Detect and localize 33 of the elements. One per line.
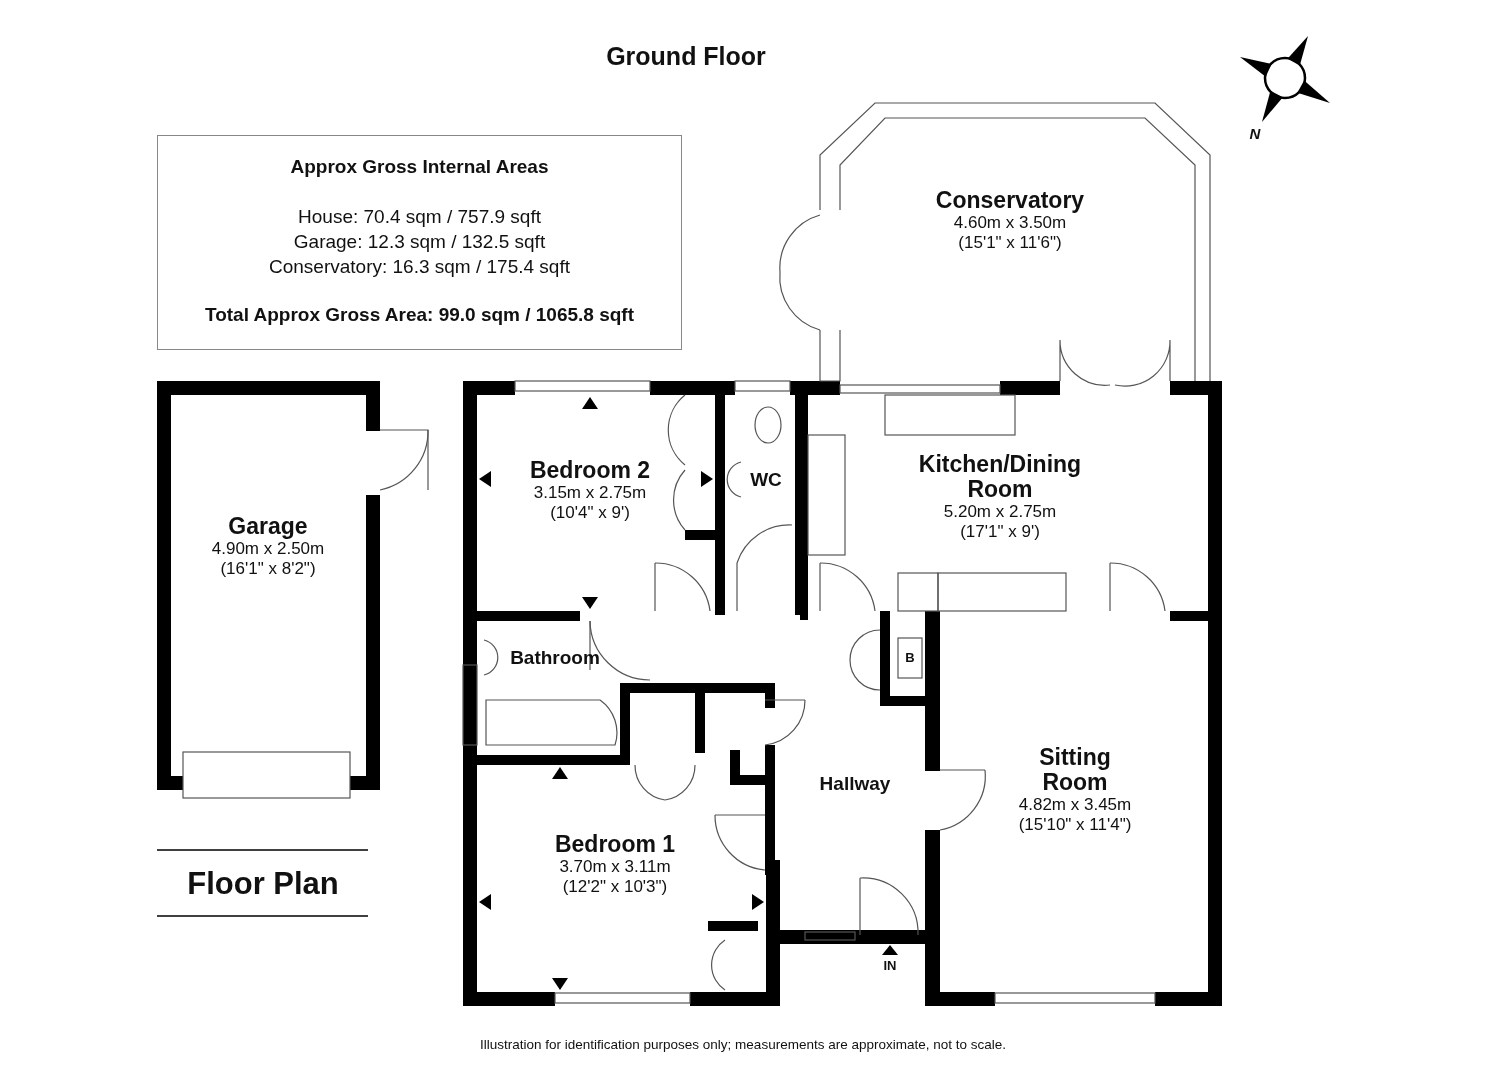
title: Ground Floor [606,42,766,71]
room-dimensions: (16'1" x 8'2") [219,559,317,579]
room-name: Bathroom [510,646,600,670]
room-name: Sitting Room [1038,745,1112,795]
room-dimensions: (10'4" x 9') [549,503,631,523]
entrance-label: IN [883,958,897,973]
area-line: Garage: 12.3 sqm / 132.5 sqft [292,231,547,253]
room-name: WC [750,468,782,492]
room-dimensions: 4.82m x 3.45m [1017,795,1133,815]
room-dimensions: 4.90m x 2.50m [211,539,325,559]
room-dimensions: (12'2" x 10'3") [561,877,669,897]
panel-heading: Approx Gross Internal Areas [289,156,550,178]
area-panel [157,135,682,350]
compass-letter: N [1249,125,1261,142]
area-line: House: 70.4 sqm / 757.9 sqft [297,206,542,228]
caption: Illustration for identification purposes only; measurements are approximate, not to scale. [480,1037,1006,1052]
room-dimensions: (17'1" x 9') [959,522,1041,542]
room-dimensions: 3.70m x 3.11m [558,857,672,877]
room-dimensions: 4.60m x 3.50m [952,213,1068,233]
panel-heading: Total Approx Gross Area: 99.0 sqm / 1065.8 sqft [203,304,636,326]
room-dimensions: 5.20m x 2.75m [942,502,1058,522]
area-line: Conservatory: 16.3 sqm / 175.4 sqft [268,256,571,278]
boiler-mark: B [905,650,915,665]
room-dimensions: (15'1" x 11'6") [957,233,1063,253]
floor-plan-heading: Floor Plan [187,866,339,902]
room-name: Conservatory [935,188,1085,213]
room-name: Kitchen/Dining Room [917,452,1083,502]
room-dimensions: (15'10" x 11'4") [1017,815,1133,835]
room-name: Hallway [819,772,891,796]
room-name: Bedroom 1 [554,832,676,857]
room-name: Garage [227,514,309,539]
room-dimensions: 3.15m x 2.75m [532,483,648,503]
room-name: Bedroom 2 [529,458,651,483]
